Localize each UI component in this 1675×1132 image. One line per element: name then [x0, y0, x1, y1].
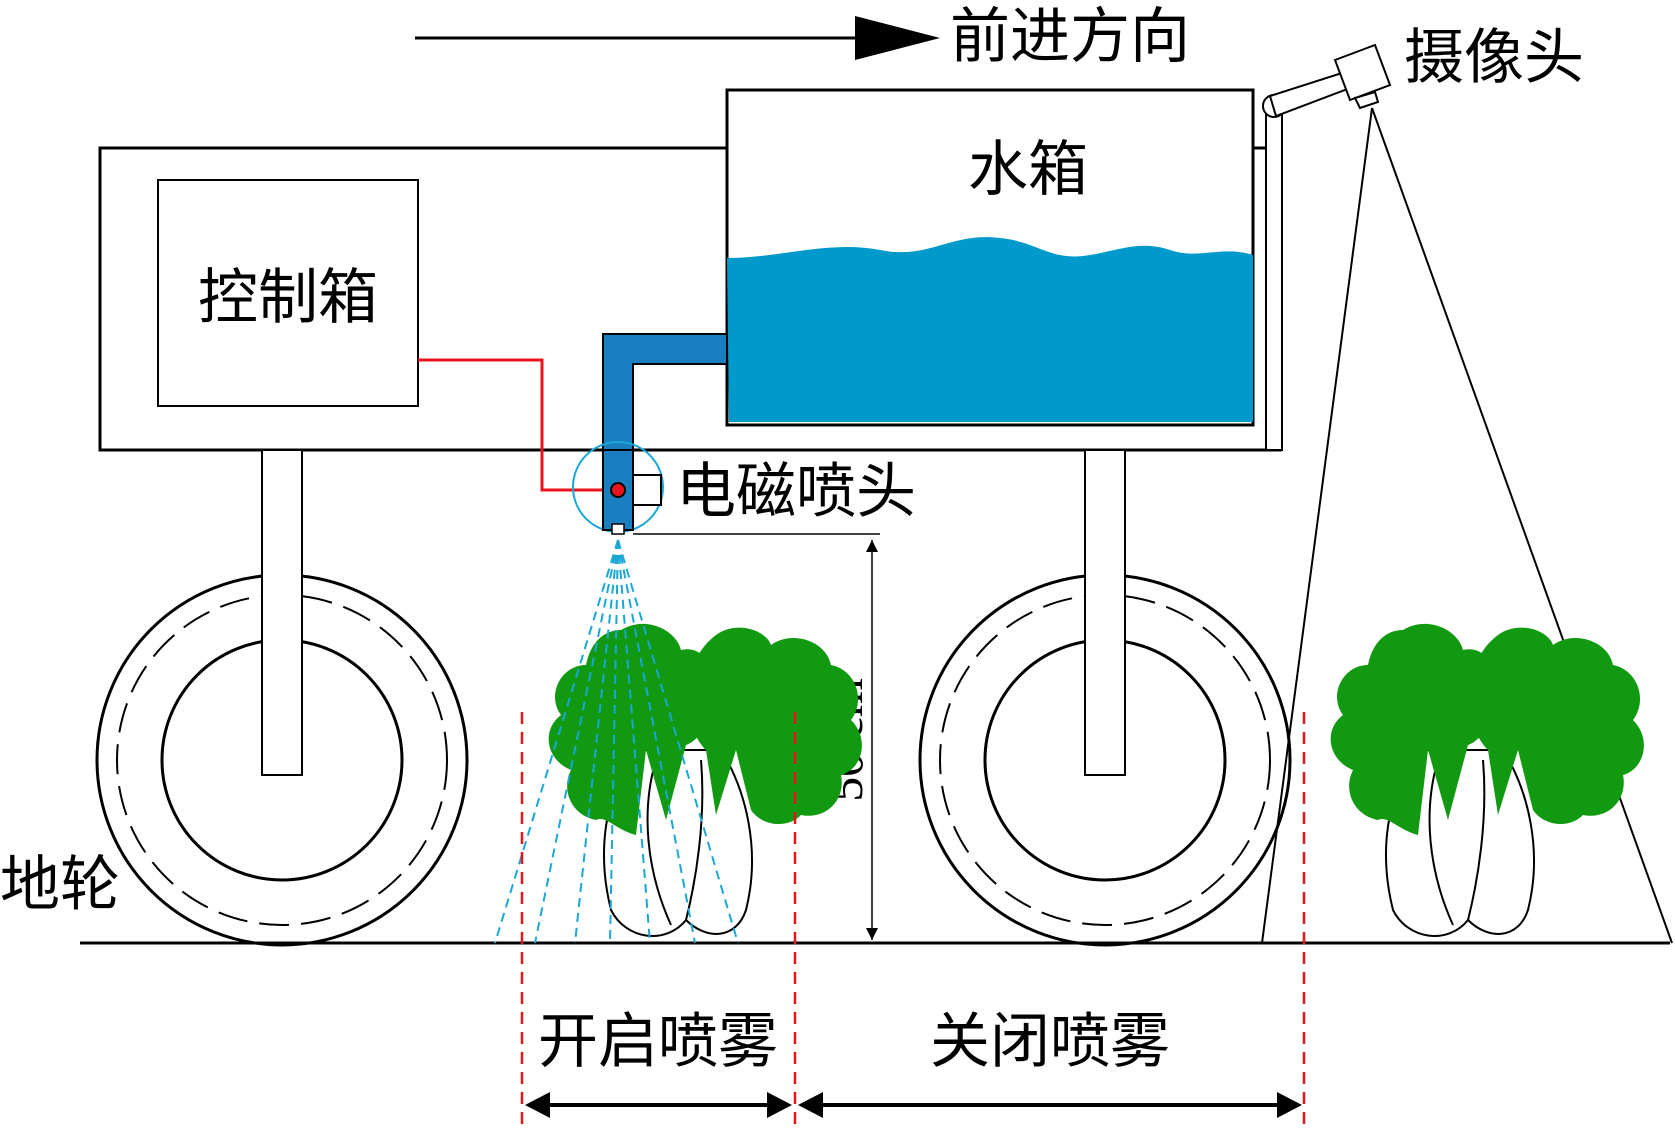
spray-on-arrow — [525, 1092, 792, 1118]
height-dimension — [633, 533, 880, 940]
control-box — [157, 179, 419, 407]
control-wire — [418, 358, 612, 492]
bok-choy-icon — [1329, 622, 1645, 938]
spray-on-label: 开启喷雾 — [538, 1007, 778, 1077]
wheel-label: 地轮 — [0, 850, 120, 920]
spray-off-label: 关闭喷雾 — [930, 1007, 1170, 1077]
water-level — [727, 237, 1253, 422]
direction-arrow — [415, 16, 940, 60]
camera-label: 摄像头 — [1404, 23, 1584, 93]
direction-label: 前进方向 — [950, 2, 1190, 72]
camera-icon — [1333, 43, 1392, 110]
nozzle-label: 电磁喷头 — [676, 457, 916, 527]
water-tank-label: 水箱 — [968, 135, 1088, 205]
solenoid-nozzle — [572, 441, 664, 535]
spray-cone — [494, 539, 739, 944]
water-tank — [725, 88, 1255, 427]
camera-pole — [1262, 70, 1352, 451]
control-box-label: 控制箱 — [198, 263, 378, 333]
zone-boundaries — [520, 712, 1306, 1125]
camera-field-of-view — [1261, 107, 1673, 944]
spray-off-arrow — [798, 1092, 1302, 1118]
bok-choy-icon — [547, 622, 863, 938]
